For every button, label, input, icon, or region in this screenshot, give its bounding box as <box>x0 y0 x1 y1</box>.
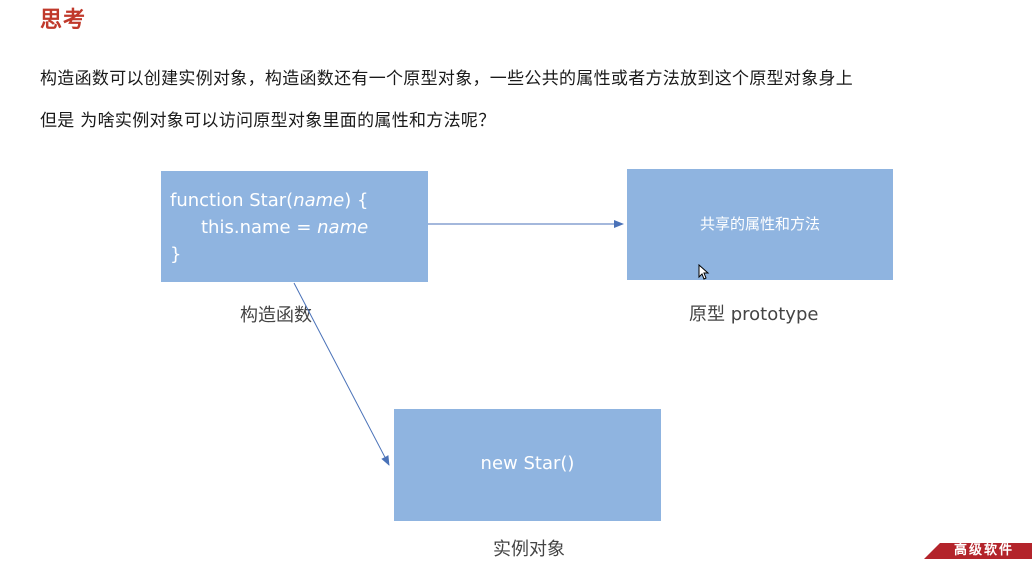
prototype-box-label: 共享的属性和方法 <box>699 214 820 233</box>
prototype-caption: 原型 prototype <box>689 304 819 325</box>
code-param-name: name <box>293 190 345 211</box>
paragraph-line-1: 构造函数可以创建实例对象，构造函数还有一个原型对象，一些公共的属性或者方法放到这… <box>40 69 854 89</box>
prototype-box: 共享的属性和方法 <box>627 169 893 280</box>
brand-logo-text: 高级软件 <box>954 543 1015 558</box>
code-open-brace: ) { <box>344 190 369 211</box>
code-line-3: } <box>170 244 182 265</box>
brand-logo-banner: 高级软件 <box>924 543 1032 559</box>
page-title: 思考 <box>40 8 87 33</box>
code-this-assignment: this.name = <box>201 217 318 238</box>
code-line-1: function Star(name) { <box>170 187 428 214</box>
instance-box-label: new Star() <box>480 452 575 474</box>
instance-box: new Star() <box>394 409 661 521</box>
code-function-signature: function Star( <box>170 190 294 211</box>
constructor-box: function Star(name) { this.name = name } <box>161 171 428 282</box>
mouse-cursor-icon <box>698 264 710 280</box>
instance-caption: 实例对象 <box>493 539 565 560</box>
code-line-2: this.name = name <box>170 214 428 241</box>
constructor-caption: 构造函数 <box>240 305 312 326</box>
paragraph-line-2: 但是 为啥实例对象可以访问原型对象里面的属性和方法呢？ <box>40 111 496 131</box>
code-assigned-param: name <box>317 217 369 238</box>
